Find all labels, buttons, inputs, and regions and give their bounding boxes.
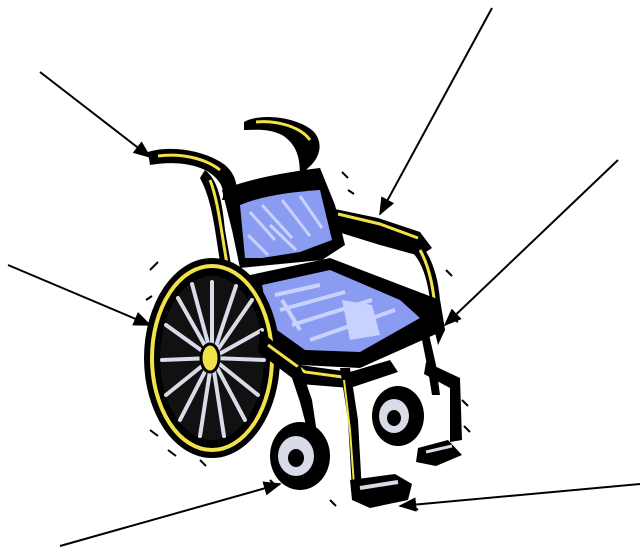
- arrow-caster: [60, 484, 280, 546]
- wheelchair-illustration: [144, 117, 470, 510]
- footrest-bracket: [424, 362, 462, 442]
- arrow-armrest: [380, 8, 492, 214]
- front-caster-right: [372, 386, 424, 446]
- arrow-wheel: [8, 265, 150, 325]
- front-caster-left: [270, 422, 330, 490]
- arrow-handle: [40, 72, 150, 157]
- push-handle-right: [244, 117, 320, 176]
- footrest: [350, 474, 412, 508]
- rear-wheel: [144, 258, 280, 458]
- arrow-frame: [445, 160, 618, 325]
- footrest-right: [416, 440, 462, 466]
- wheel-hub: [201, 344, 219, 372]
- arrow-footrest: [400, 484, 640, 506]
